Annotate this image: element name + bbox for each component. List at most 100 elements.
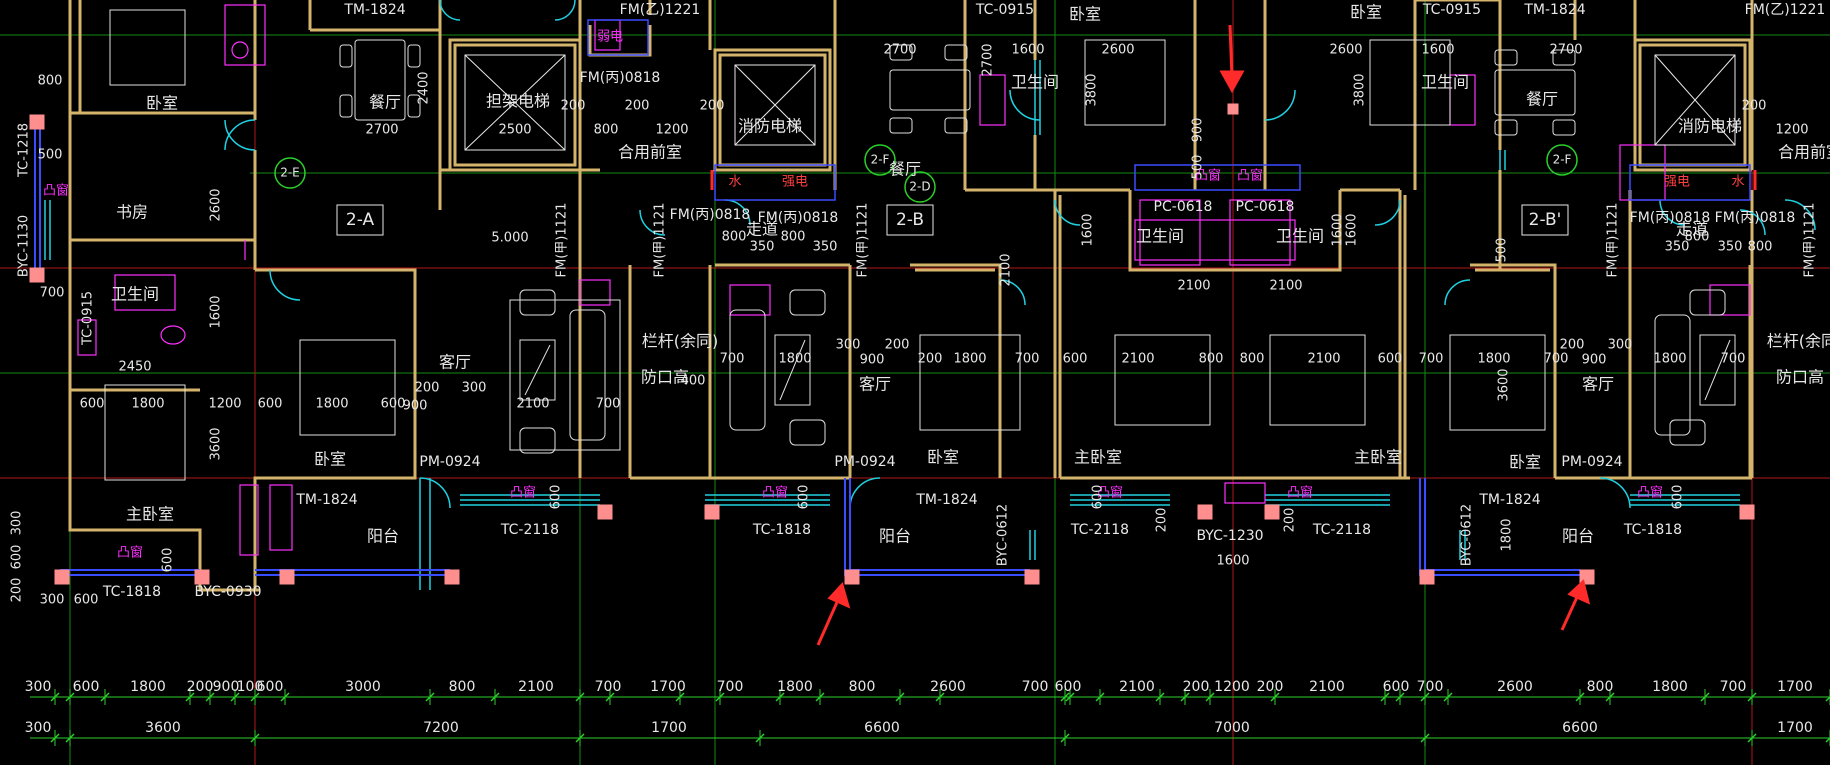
axis-bubbles: 2-E2-F2-D2-F bbox=[274, 144, 1578, 203]
dimension-label: 200 bbox=[1257, 679, 1284, 695]
vertical-dimension: 600 bbox=[10, 545, 25, 570]
dimension-label: 1700 bbox=[650, 679, 686, 695]
dimension-ticks-row1 bbox=[50, 689, 1830, 705]
inner-dimension: 350 bbox=[1718, 240, 1743, 255]
room-label: 阳台 bbox=[879, 527, 911, 546]
component-tag: TC-2118 bbox=[500, 522, 559, 538]
inner-dimension: 1600 bbox=[1216, 554, 1249, 569]
dimension-slash bbox=[1747, 733, 1757, 743]
vertical-component-tag: FM(甲)1121 bbox=[653, 203, 668, 278]
dimension-slash bbox=[1380, 692, 1390, 702]
dimension-slash bbox=[230, 692, 240, 702]
vertical-dimension: 1600 bbox=[1331, 213, 1346, 246]
zone-tag-box bbox=[336, 204, 384, 236]
vertical-dimension: 1600 bbox=[209, 295, 224, 328]
inner-dimension: 700 bbox=[40, 286, 65, 301]
inner-dimension: 1800 bbox=[1653, 352, 1686, 367]
inner-dimension: 700 bbox=[1419, 352, 1444, 367]
inner-dimension: 1800 bbox=[1477, 352, 1510, 367]
dimension-slash bbox=[185, 692, 195, 702]
dimension-label: 900 bbox=[213, 679, 240, 695]
inner-dimension: 1800 bbox=[953, 352, 986, 367]
utility-rooms bbox=[587, 19, 1751, 201]
component-tag: BYC-1230 bbox=[1196, 528, 1263, 544]
dimension-label: 700 bbox=[1022, 679, 1049, 695]
dimension-slash bbox=[1825, 695, 1830, 702]
inner-dimension: 900 bbox=[860, 353, 885, 368]
room-label: 走道 bbox=[746, 220, 778, 239]
inner-dimension: 600 bbox=[258, 397, 283, 412]
equipment-label: 水 bbox=[728, 175, 741, 190]
room-label: 合用前室 bbox=[1778, 143, 1830, 162]
component-tag: TM-1824 bbox=[915, 492, 977, 508]
vertical-component-tag: BYC-0612 bbox=[1460, 504, 1475, 566]
inner-dimension: 200 bbox=[561, 99, 586, 114]
room-label: 卧室 bbox=[1509, 453, 1541, 472]
component-tag: FM(丙)0818 bbox=[1630, 210, 1711, 226]
room-label: 卫生间 bbox=[1136, 227, 1184, 246]
inner-dimension: 700 bbox=[720, 352, 745, 367]
component-tag: TC-1818 bbox=[752, 522, 811, 538]
dimension-slash bbox=[1747, 692, 1757, 702]
dimension-slash bbox=[280, 692, 290, 702]
dimension-label: 6600 bbox=[1562, 720, 1598, 736]
dimension-slash bbox=[250, 733, 260, 743]
left-bottom-dimension: 600 bbox=[74, 593, 99, 608]
vertical-component-tag: BYC-1130 bbox=[17, 215, 32, 277]
dimension-label: 1800 bbox=[777, 679, 813, 695]
vertical-dimension: 2100 bbox=[999, 253, 1014, 286]
inner-dimension: 2700 bbox=[1549, 43, 1582, 58]
walls bbox=[68, 0, 1754, 592]
inner-dimension: 1200 bbox=[655, 123, 688, 138]
inner-dimension: 2450 bbox=[118, 360, 151, 375]
inner-dimension: 600 bbox=[80, 397, 105, 412]
room-label: 卧室 bbox=[314, 450, 346, 469]
equipment-label: 凸窗 bbox=[117, 545, 143, 561]
inner-dimension: 200 bbox=[415, 381, 440, 396]
inner-dimension: 2700 bbox=[883, 43, 916, 58]
component-tag: PM-0924 bbox=[419, 454, 480, 470]
vertical-component-tag: FM(甲)1121 bbox=[1606, 203, 1621, 278]
component-tag: PM-0924 bbox=[1561, 454, 1622, 470]
vertical-dimension: 500 bbox=[1495, 238, 1510, 263]
inner-dimension: 200 bbox=[918, 352, 943, 367]
room-label: 栏杆(余同) bbox=[1767, 332, 1830, 351]
inner-dimension: 200 bbox=[625, 99, 650, 114]
equipment-label: 凸窗 bbox=[1195, 168, 1221, 184]
inner-dimension: 400 bbox=[681, 374, 706, 389]
component-tag: PC-0618 bbox=[1154, 199, 1213, 215]
dimension-label: 3000 bbox=[345, 679, 381, 695]
equipment-label: 弱电 bbox=[597, 30, 623, 45]
dimension-slash bbox=[250, 692, 260, 702]
vertical-component-tag: FM(甲)1121 bbox=[856, 203, 871, 278]
inner-dimension: 2100 bbox=[1307, 352, 1340, 367]
inner-dimension: 800 bbox=[1748, 240, 1773, 255]
dimension-slash bbox=[1575, 692, 1585, 702]
equipment-label: 凸窗 bbox=[1097, 485, 1123, 501]
dimension-slash bbox=[1825, 736, 1830, 743]
dimension-label: 600 bbox=[257, 679, 284, 695]
dimension-slash bbox=[1095, 692, 1105, 702]
vertical-dimension: 2600 bbox=[209, 188, 224, 221]
room-label: 消防电梯 bbox=[1678, 117, 1742, 136]
room-label: 卧室 bbox=[1069, 5, 1101, 24]
inner-dimension: 200 bbox=[700, 99, 725, 114]
equipment-label: 水 bbox=[1731, 175, 1744, 190]
vertical-dimension: 600 bbox=[549, 485, 564, 510]
inner-dimension: 700 bbox=[1544, 352, 1569, 367]
component-tag: TC-2118 bbox=[1070, 522, 1129, 538]
inner-dimension: 800 bbox=[781, 230, 806, 245]
component-tag: FM(丙)0818 bbox=[758, 210, 839, 226]
room-label: 客厅 bbox=[439, 353, 471, 372]
axis-bubble bbox=[1546, 144, 1578, 176]
vertical-dimension: 1600 bbox=[1345, 213, 1360, 246]
dimension-label: 600 bbox=[73, 679, 100, 695]
room-label: 卧室 bbox=[1350, 3, 1382, 22]
inner-dimension: 5.000 bbox=[491, 231, 528, 246]
dimension-label: 2600 bbox=[930, 679, 966, 695]
vertical-dimension: 3600 bbox=[1497, 368, 1512, 401]
equipment-label: 凸窗 bbox=[510, 485, 536, 501]
inner-dimension: 350 bbox=[813, 240, 838, 255]
